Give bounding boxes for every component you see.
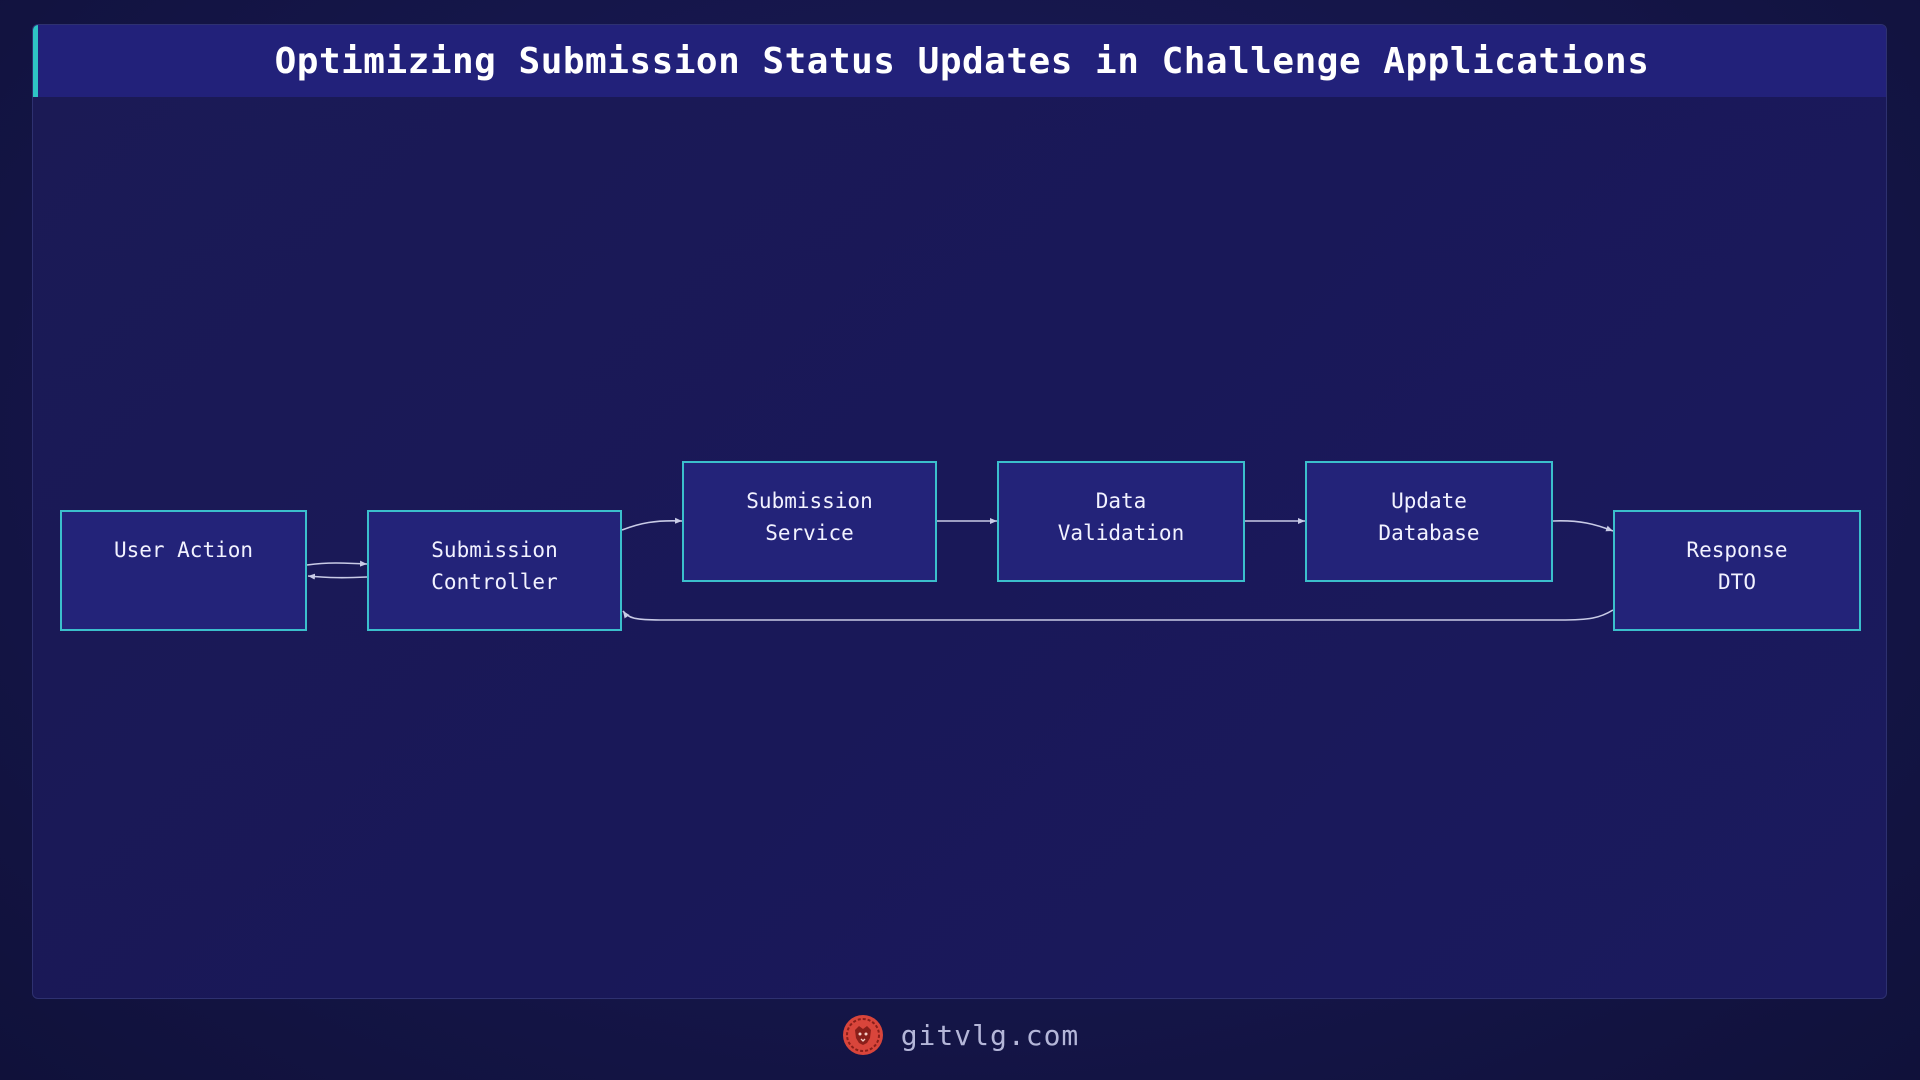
edge-controller-to-service: [621, 517, 683, 531]
footer: gitvlg.com: [0, 1010, 1920, 1060]
node-submission-controller: Submission Controller: [367, 510, 622, 631]
page-title: Optimizing Submission Status Updates in …: [274, 40, 1650, 82]
node-user-action: User Action: [60, 510, 307, 631]
edge-response-to-controller: [622, 609, 1614, 621]
diagram-panel: Optimizing Submission Status Updates in …: [32, 24, 1887, 999]
node-data-validation: Data Validation: [997, 461, 1245, 582]
edge-user-action-to-controller: [306, 560, 368, 567]
node-submission-service: Submission Service: [682, 461, 937, 582]
edge-database-to-response: [1552, 520, 1614, 532]
title-bar: Optimizing Submission Status Updates in …: [33, 25, 1886, 97]
node-response-dto: Response DTO: [1613, 510, 1861, 631]
lion-logo-icon: [842, 1015, 883, 1055]
edge-controller-to-user-action: [307, 573, 368, 580]
node-update-database: Update Database: [1305, 461, 1553, 582]
footer-site-link[interactable]: gitvlg.com: [900, 1018, 1080, 1052]
